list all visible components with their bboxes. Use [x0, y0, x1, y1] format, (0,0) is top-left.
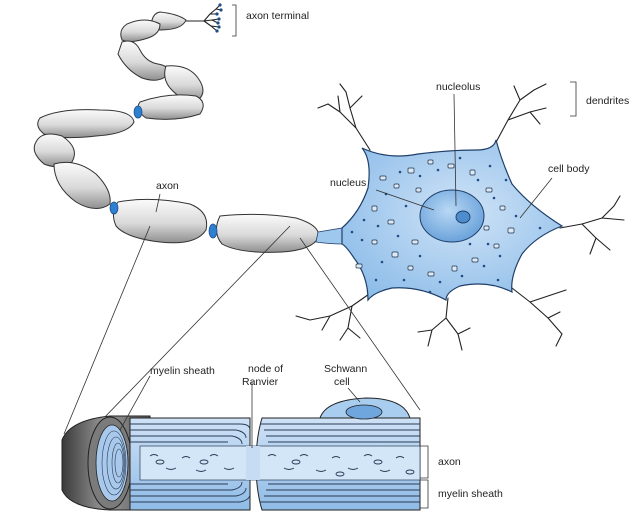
organelles: [355, 159, 515, 277]
label-myelin-sheath-section: myelin sheath: [438, 488, 503, 500]
label-lines-main: [155, 81, 577, 219]
cell-body: [295, 83, 625, 351]
nucleolus: [455, 210, 471, 224]
label-axon: axon: [156, 180, 179, 192]
axon-cross-section: [61, 397, 421, 511]
myelinated-axon: [33, 11, 343, 253]
label-node-of-ranvier-line2: Ranvier: [242, 376, 279, 388]
cytoplasm-granules: [350, 156, 542, 294]
axon-terminal: [182, 3, 237, 37]
label-lines-section: [119, 375, 429, 509]
label-nucleus: nucleus: [330, 177, 366, 189]
label-nucleolus: nucleolus: [436, 81, 480, 93]
label-node-of-ranvier-line1: node of: [248, 363, 283, 375]
label-axon-section: axon: [438, 456, 461, 468]
label-myelin-sheath: myelin sheath: [150, 365, 215, 377]
dendrites: [295, 83, 625, 351]
label-cell-body: cell body: [548, 163, 590, 175]
label-axon-terminal: axon terminal: [246, 10, 309, 22]
label-dendrites: dendrites: [586, 95, 629, 107]
label-schwann-cell-line2: cell: [334, 376, 350, 388]
label-schwann-cell-line1: Schwann: [324, 363, 367, 375]
nucleus: [419, 189, 485, 243]
projection-lines: [63, 225, 421, 435]
axoplasm: [149, 454, 415, 477]
